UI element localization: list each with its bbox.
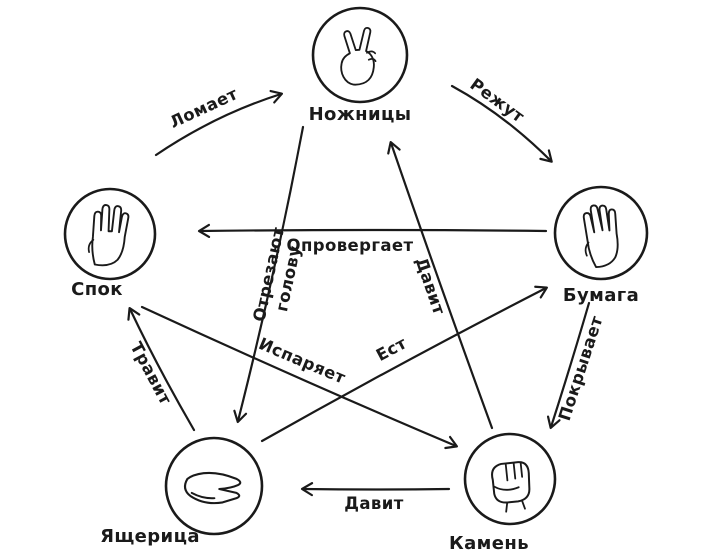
lizard-hand-icon bbox=[183, 471, 242, 505]
node-lizard: Ящерица bbox=[100, 436, 264, 547]
arrow-paper-to-rock bbox=[546, 301, 591, 430]
edge-label-oprovergaet: Опровергает bbox=[287, 236, 414, 255]
arrow-lizard-to-spock bbox=[127, 306, 196, 432]
arrow-spock-to-rock bbox=[140, 305, 459, 450]
edge-label-davit-bottom: Давит bbox=[344, 494, 403, 513]
arrow-scissors-to-paper bbox=[450, 84, 553, 163]
arrow-rock-to-scissors bbox=[387, 140, 494, 430]
edge-rock-crushes-scissors: Давит bbox=[387, 140, 494, 430]
arrow-lizard-to-paper bbox=[260, 285, 548, 443]
edge-spock-vaporizes-rock: Испаряет bbox=[140, 305, 459, 450]
edge-label-davit-vertical: Давит bbox=[412, 255, 449, 317]
edge-paper-covers-rock: Покрывает bbox=[546, 301, 607, 430]
paper-label: Бумага bbox=[563, 285, 639, 306]
node-spock: Спок bbox=[63, 187, 157, 300]
edge-paper-disproves-spock: Опровергает bbox=[197, 223, 548, 255]
edge-rock-crushes-lizard: Давит bbox=[300, 482, 451, 513]
edge-scissors-cut-paper: Режут bbox=[450, 75, 553, 163]
edge-label-est: Ест bbox=[373, 333, 410, 365]
spock-label: Спок bbox=[71, 279, 123, 300]
scissors-label: Ножницы bbox=[309, 104, 412, 125]
arrow-paper-to-spock bbox=[197, 223, 548, 238]
spock-hand-icon bbox=[87, 204, 130, 267]
node-paper: Бумага bbox=[553, 185, 649, 306]
rock-label: Камень bbox=[449, 533, 529, 554]
arrow-rock-to-lizard bbox=[300, 482, 451, 497]
paper-hand-icon bbox=[582, 204, 619, 269]
arrow-spock-to-scissors bbox=[154, 89, 284, 157]
node-rock: Камень bbox=[449, 432, 557, 554]
lizard-label: Ящерица bbox=[100, 526, 200, 547]
arrow-scissors-to-lizard bbox=[233, 125, 305, 424]
scissors-hand-icon bbox=[340, 27, 377, 86]
edge-label-lomaet: Ломает bbox=[167, 84, 241, 132]
rock-hand-icon bbox=[491, 461, 531, 513]
node-scissors: Ножницы bbox=[309, 6, 412, 125]
edge-spock-breaks-scissors: Ломает bbox=[154, 84, 284, 157]
